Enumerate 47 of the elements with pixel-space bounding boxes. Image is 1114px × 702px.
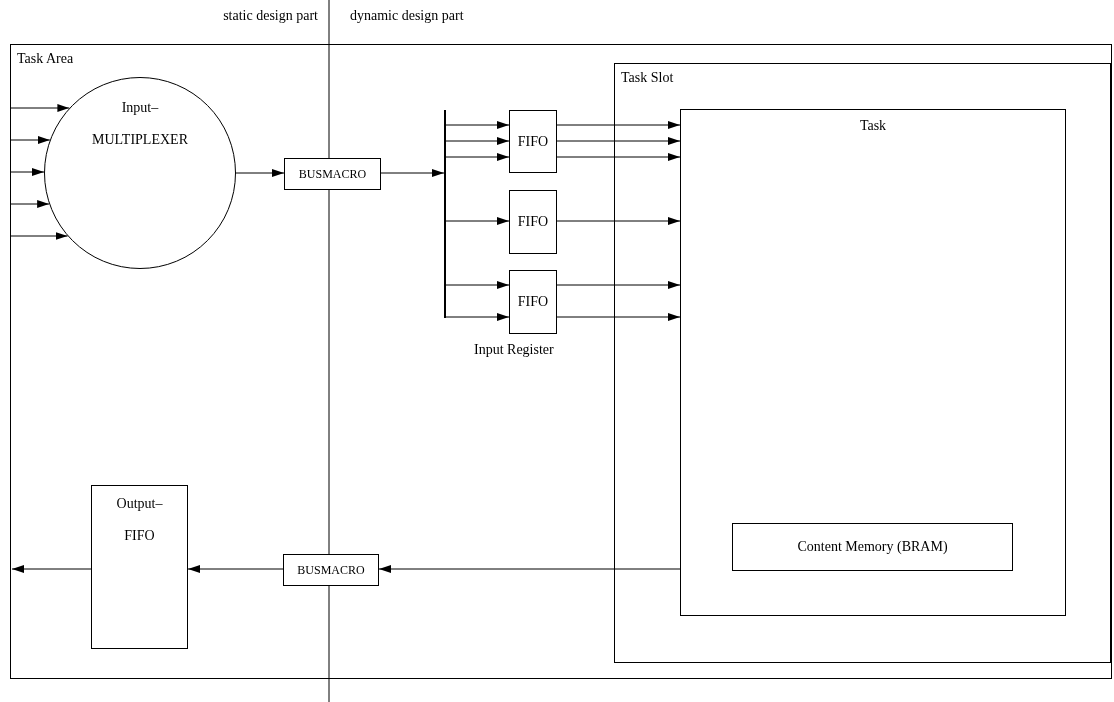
arrow [556,281,681,289]
busmacro-box [284,158,381,190]
fifo-box [509,270,557,334]
section-label: static design part [223,8,318,24]
fifo-label: FIFO [517,133,549,150]
arrow [445,137,510,145]
arrow [10,232,69,240]
arrow [445,121,510,129]
arrow [380,169,445,177]
arrow [445,281,510,289]
arrow [11,565,92,573]
fifo-label: FIFO [517,214,549,230]
busmacro-box [283,554,379,586]
fifo-box [509,190,557,254]
arrow [10,104,70,112]
memory-box [732,523,1013,571]
multiplexer-label: Input– MULTIPLEXER [92,99,188,150]
task-box [680,109,1066,616]
task-slot-frame [614,63,1111,663]
area-title: Task Area [17,51,74,67]
arrow [556,121,681,129]
arrow [10,168,45,176]
arrow [445,313,510,321]
arrow [187,565,284,573]
bus-line [444,110,446,318]
arrow [378,565,681,573]
busmacro-label: BUSMACRO [298,166,367,182]
output-fifo-box [91,485,188,649]
arrow [556,137,681,145]
arrow [10,200,50,208]
arrow [10,136,51,144]
task-title: Task [859,118,887,134]
fifo-box [509,110,557,173]
arrow [235,169,285,177]
fifo-label: FIFO [517,294,549,310]
task-area-frame [10,44,1112,679]
arrow [556,217,681,225]
arrow [445,217,510,225]
group-label: Input Register [474,342,554,358]
arrow [556,153,681,161]
slot-title: Task Slot [621,70,674,86]
memory-label: Content Memory (BRAM) [797,539,948,555]
busmacro-label: BUSMACRO [297,562,365,578]
section-label: dynamic design part [350,8,464,24]
arrow [556,313,681,321]
output-fifo-label: Output– FIFO [116,495,163,546]
arrow [445,153,510,161]
